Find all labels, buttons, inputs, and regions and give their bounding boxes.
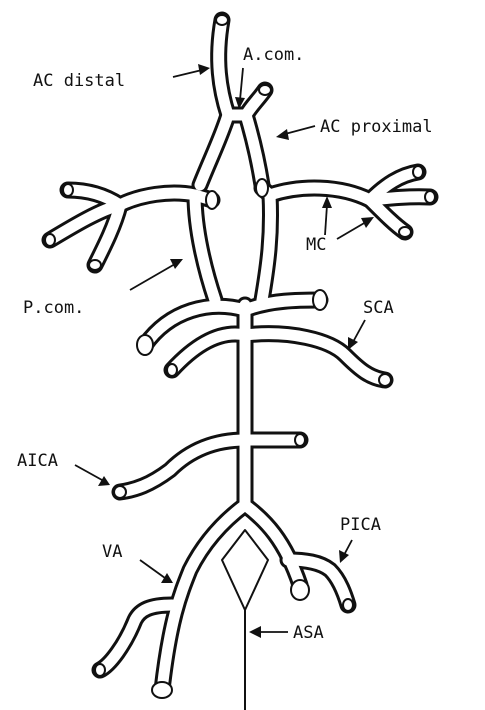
label-sca: SCA [363, 298, 394, 318]
label-mc: MC [306, 235, 326, 255]
label-pica: PICA [340, 515, 381, 535]
label-va: VA [102, 542, 122, 562]
anterior-spinal-artery [222, 530, 268, 710]
label-p-com: P.com. [23, 298, 84, 318]
label-a-com: A.com. [243, 45, 304, 65]
label-aica: AICA [17, 451, 58, 471]
label-ac-distal: AC distal [33, 71, 125, 91]
label-ac-proximal: AC proximal [320, 117, 433, 137]
label-asa: ASA [293, 623, 324, 643]
